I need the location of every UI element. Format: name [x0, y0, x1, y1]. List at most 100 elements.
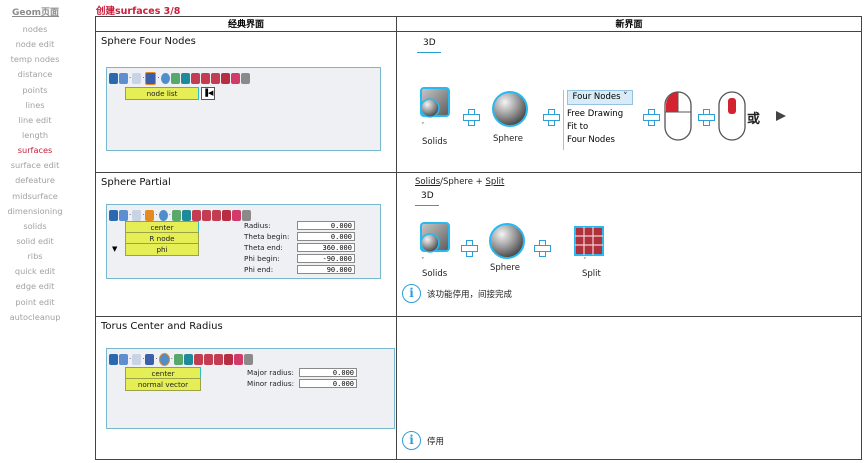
chevron-down-icon[interactable]: ˇ: [421, 257, 425, 265]
drag-icon[interactable]: [191, 209, 201, 221]
fillet-icon[interactable]: [231, 209, 241, 221]
sweep-icon[interactable]: [210, 72, 220, 84]
classic-toolbar: · · · ·: [109, 352, 253, 366]
sphere-icon[interactable]: [145, 71, 157, 85]
solid-icon[interactable]: [109, 353, 118, 365]
sphere-partial-icon[interactable]: [145, 209, 155, 221]
major-radius-field[interactable]: 0.000: [299, 368, 357, 377]
phi-end-field[interactable]: 90.000: [297, 265, 355, 274]
solids-link[interactable]: Solids: [415, 177, 441, 187]
skin-icon[interactable]: [220, 72, 230, 84]
ruled-icon[interactable]: [181, 209, 191, 221]
sidebar-item-solid-edit[interactable]: solid edit: [16, 235, 54, 246]
spin-icon[interactable]: [201, 209, 211, 221]
offset-icon[interactable]: [240, 72, 250, 84]
sidebar-item-temp-nodes[interactable]: temp nodes: [10, 54, 60, 65]
sphere-icon[interactable]: [145, 353, 155, 365]
phi-begin-field[interactable]: -90.000: [297, 254, 355, 263]
ruled-icon[interactable]: [183, 353, 193, 365]
normal-vector-button[interactable]: normal vector: [125, 378, 201, 391]
cylinder-icon[interactable]: [119, 209, 128, 221]
node-list-button[interactable]: node list: [125, 87, 199, 100]
sidebar-item-edge-edit[interactable]: edge edit: [15, 281, 55, 292]
sidebar-item-lines[interactable]: lines: [25, 99, 45, 110]
ruled-icon[interactable]: [180, 72, 190, 84]
dropdown-item-free-drawing[interactable]: Free Drawing: [567, 109, 624, 119]
classic-panel: · · · · center R node phi ▼ Radiu: [106, 204, 381, 279]
plus-icon: [533, 239, 551, 257]
radius-field[interactable]: 0.000: [297, 221, 355, 230]
split-icon[interactable]: [569, 221, 609, 261]
drag-icon[interactable]: [190, 72, 200, 84]
cone-icon[interactable]: [132, 353, 142, 365]
sidebar-item-surface-edit[interactable]: surface edit: [10, 160, 60, 171]
fillet-icon[interactable]: [230, 72, 240, 84]
offset-icon[interactable]: [243, 353, 253, 365]
minor-radius-field[interactable]: 0.000: [299, 379, 357, 388]
sidebar-item-points[interactable]: points: [22, 84, 48, 95]
spin-icon[interactable]: [200, 72, 210, 84]
sidebar-header[interactable]: Geom页面: [12, 8, 60, 18]
theta-begin-field[interactable]: 0.000: [297, 232, 355, 241]
sidebar-item-ribs[interactable]: ribs: [27, 251, 43, 262]
sidebar-item-quick-edit[interactable]: quick edit: [14, 266, 56, 277]
row-sphere-four-nodes-classic: Sphere Four Nodes · · · nod: [95, 31, 397, 173]
drag-icon[interactable]: [193, 353, 203, 365]
chevron-down-icon[interactable]: ˇ: [421, 122, 425, 130]
torus-icon[interactable]: [160, 72, 170, 84]
dropdown-item-four-nodes[interactable]: Four Nodes: [567, 135, 615, 145]
theta-end-field[interactable]: 360.000: [297, 243, 355, 252]
skin-icon[interactable]: [221, 209, 231, 221]
classic-toolbar: · · · ·: [109, 208, 251, 222]
sidebar-item-solids[interactable]: solids: [23, 220, 47, 231]
spin-icon[interactable]: [203, 353, 213, 365]
spline-icon[interactable]: [173, 353, 183, 365]
sidebar-item-autocleanup[interactable]: autocleanup: [9, 311, 61, 322]
sidebar-item-node-edit[interactable]: node edit: [15, 39, 55, 50]
mouse-left-click-icon: [664, 91, 692, 141]
dropdown-arrow-icon[interactable]: ▼: [112, 245, 118, 253]
tab-3d[interactable]: 3D: [421, 191, 434, 201]
sphere-icon[interactable]: [490, 89, 530, 129]
sweep-icon[interactable]: [213, 353, 223, 365]
deprecated-note: 该功能停用，间接完成: [427, 290, 513, 300]
cylinder-icon[interactable]: [119, 353, 128, 365]
reset-arrow-button[interactable]: ▐◀: [201, 87, 215, 100]
cone-icon[interactable]: [132, 72, 142, 84]
sphere-icon[interactable]: [487, 221, 527, 261]
solid-icon[interactable]: [109, 209, 118, 221]
torus-icon[interactable]: [158, 209, 168, 221]
sidebar-item-distance[interactable]: distance: [17, 69, 53, 80]
fillet-icon[interactable]: [233, 353, 243, 365]
dropdown-header[interactable]: Four Nodes ˅: [567, 90, 633, 105]
solids-icon[interactable]: [417, 221, 457, 257]
play-arrow-icon: [776, 111, 786, 121]
sidebar-item-line-edit[interactable]: line edit: [18, 114, 52, 125]
chevron-down-icon[interactable]: ˇ: [583, 257, 587, 265]
skin-icon[interactable]: [223, 353, 233, 365]
four-nodes-dropdown[interactable]: Four Nodes ˅ Free Drawing Fit to Four No…: [563, 90, 644, 150]
sidebar-item-midsurface[interactable]: midsurface: [12, 190, 58, 201]
solid-icon[interactable]: [109, 72, 118, 84]
sidebar-item-defeature[interactable]: defeature: [15, 175, 55, 186]
torus-icon[interactable]: [158, 352, 170, 366]
solids-icon[interactable]: [417, 86, 457, 122]
sweep-icon[interactable]: [211, 209, 221, 221]
tab-3d[interactable]: 3D: [423, 38, 436, 48]
sidebar-item-point-edit[interactable]: point edit: [15, 296, 55, 307]
spline-icon[interactable]: [170, 72, 180, 84]
cone-icon[interactable]: [132, 209, 142, 221]
dropdown-item-fit-to[interactable]: Fit to: [567, 122, 589, 132]
split-link[interactable]: Split: [485, 177, 505, 187]
major-radius-label: Major radius:: [247, 368, 294, 377]
tab-underline: [415, 205, 439, 206]
sidebar-item-length[interactable]: length: [21, 129, 49, 140]
phi-button[interactable]: phi: [125, 243, 199, 256]
sidebar-item-nodes[interactable]: nodes: [22, 24, 48, 34]
sidebar-item-surfaces[interactable]: surfaces: [17, 145, 53, 156]
sidebar-item-dimensioning[interactable]: dimensioning: [7, 205, 63, 216]
offset-icon[interactable]: [241, 209, 251, 221]
spline-icon[interactable]: [171, 209, 181, 221]
column-header-new: 新界面: [396, 16, 862, 32]
cylinder-icon[interactable]: [119, 72, 128, 84]
